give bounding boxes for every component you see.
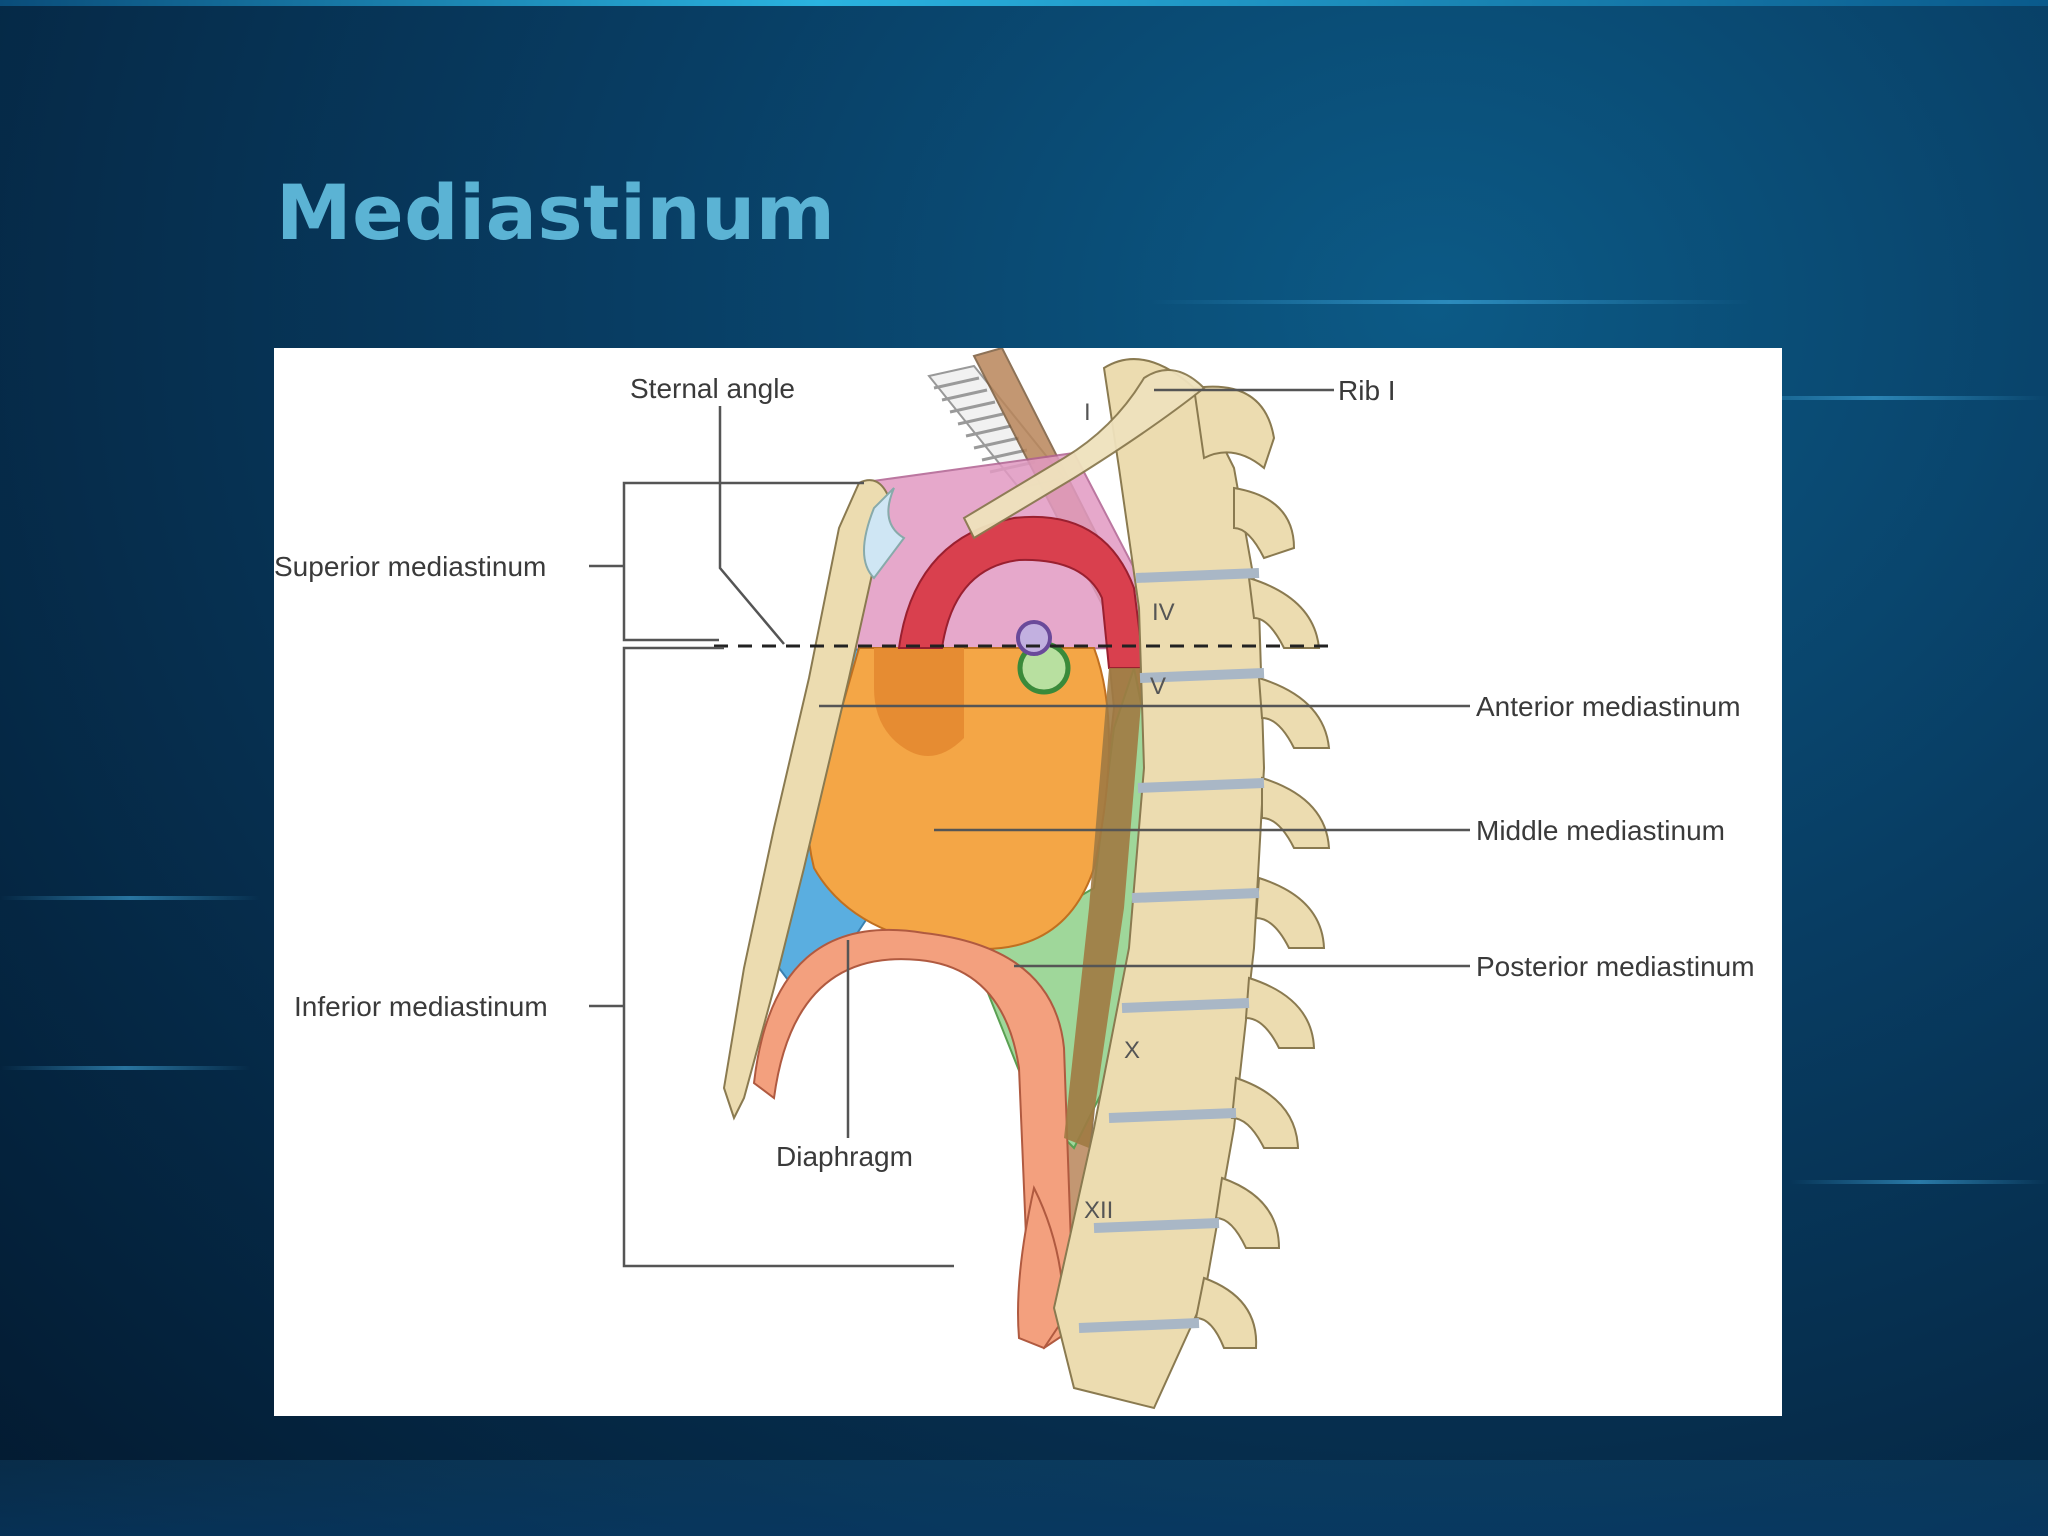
- diaphragm-crus: [1017, 1185, 1066, 1350]
- sternum: [722, 479, 891, 1121]
- descending-aorta: [1064, 668, 1144, 1148]
- heart-vessel: [874, 648, 964, 756]
- background-streak: [0, 1066, 250, 1070]
- vertebra-label-x: X: [1124, 1037, 1140, 1064]
- sternal-angle-leader: [718, 406, 785, 645]
- superior-bracket: [622, 481, 864, 642]
- rib-i: [962, 369, 1206, 540]
- background-streak: [1790, 1180, 2048, 1184]
- vertebra-label-iv: IV: [1152, 599, 1175, 626]
- slide-title: Mediastinum: [276, 168, 836, 257]
- bottom-decor-band: [0, 1460, 2048, 1536]
- pulmonary-vessel: [1016, 620, 1052, 656]
- background-streak: [1700, 396, 2048, 400]
- aortic-arch: [897, 515, 1146, 669]
- vertebra-label-xii: XII: [1084, 1197, 1113, 1224]
- label-rib-i: Rib I: [1338, 375, 1396, 406]
- inferior-bracket: [622, 646, 954, 1268]
- label-superior-mediastinum: Superior mediastinum: [274, 551, 546, 582]
- vertebra-label-i: I: [1084, 399, 1091, 426]
- label-inferior-mediastinum: Inferior mediastinum: [294, 991, 548, 1022]
- label-sternal-angle: Sternal angle: [630, 373, 795, 404]
- anatomy-illustration: Sternal angle Rib I Superior mediastinum…: [274, 348, 1755, 1410]
- label-middle-mediastinum: Middle mediastinum: [1476, 815, 1725, 846]
- label-posterior-mediastinum: Posterior mediastinum: [1476, 951, 1755, 982]
- vertebra-label-v: V: [1150, 673, 1166, 700]
- label-diaphragm: Diaphragm: [776, 1141, 913, 1172]
- background-streak: [1150, 300, 1750, 304]
- vertebral-column: [1052, 358, 1331, 1410]
- mediastinum-diagram: Sternal angle Rib I Superior mediastinum…: [274, 348, 1782, 1416]
- costal-cartilage: [863, 487, 906, 580]
- background-streak: [0, 896, 260, 900]
- top-accent-line: [0, 0, 2048, 6]
- label-anterior-mediastinum: Anterior mediastinum: [1476, 691, 1741, 722]
